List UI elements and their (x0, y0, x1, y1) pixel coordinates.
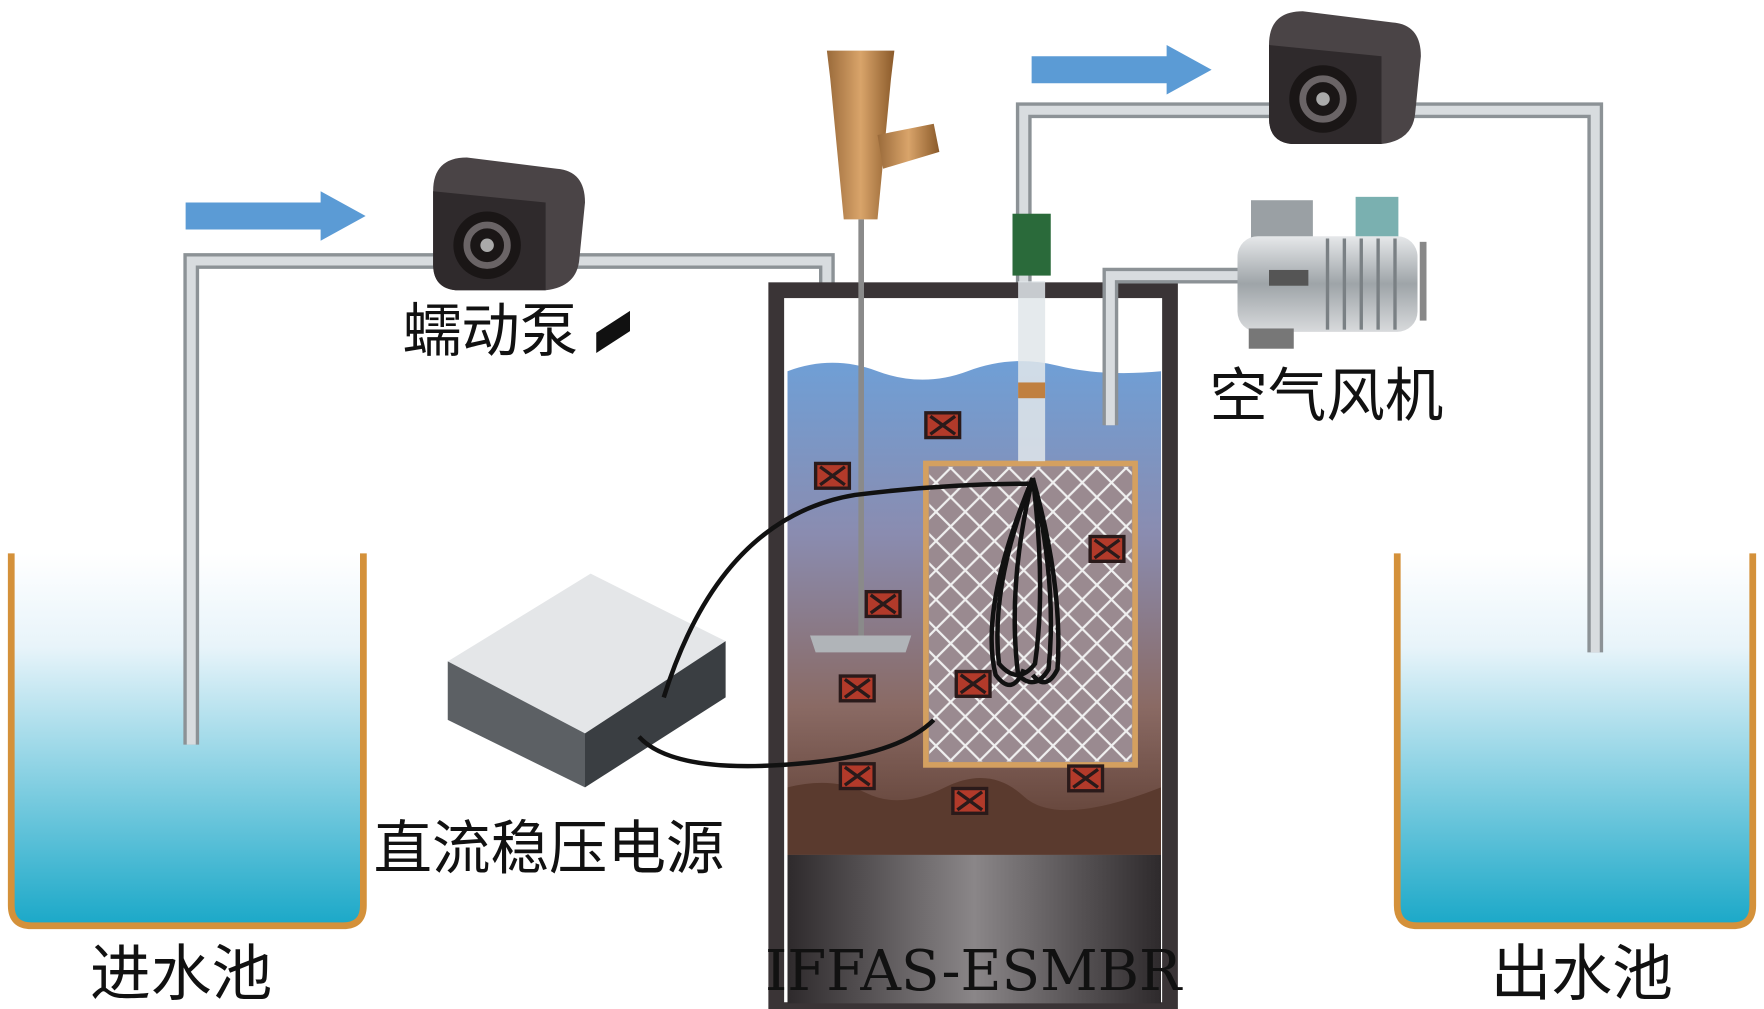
wires (637, 481, 1030, 769)
electrode-bundle (989, 477, 1061, 688)
outlet-tank-label: 出水池 (1491, 939, 1673, 1009)
dc-power-supply (447, 310, 726, 788)
air-blower (1237, 196, 1427, 349)
power-supply-label: 直流稳压电源 (374, 814, 725, 882)
outlet-peristaltic-pump (1269, 11, 1421, 144)
inlet-tank-label: 进水池 (90, 939, 272, 1009)
reactor-label: IFFAS-ESMBR (765, 939, 1183, 1004)
pump-label: 蠕动泵 (403, 297, 578, 365)
blower-label: 空气风机 (1209, 362, 1443, 430)
outflow-arrow-icon (1031, 44, 1212, 95)
probe (1012, 213, 1051, 462)
outlet-tank (1393, 553, 1757, 930)
membrane-module (923, 460, 1138, 768)
inlet-peristaltic-pump (433, 157, 585, 290)
mixer (810, 50, 940, 653)
inflow-arrow-icon (185, 191, 366, 241)
